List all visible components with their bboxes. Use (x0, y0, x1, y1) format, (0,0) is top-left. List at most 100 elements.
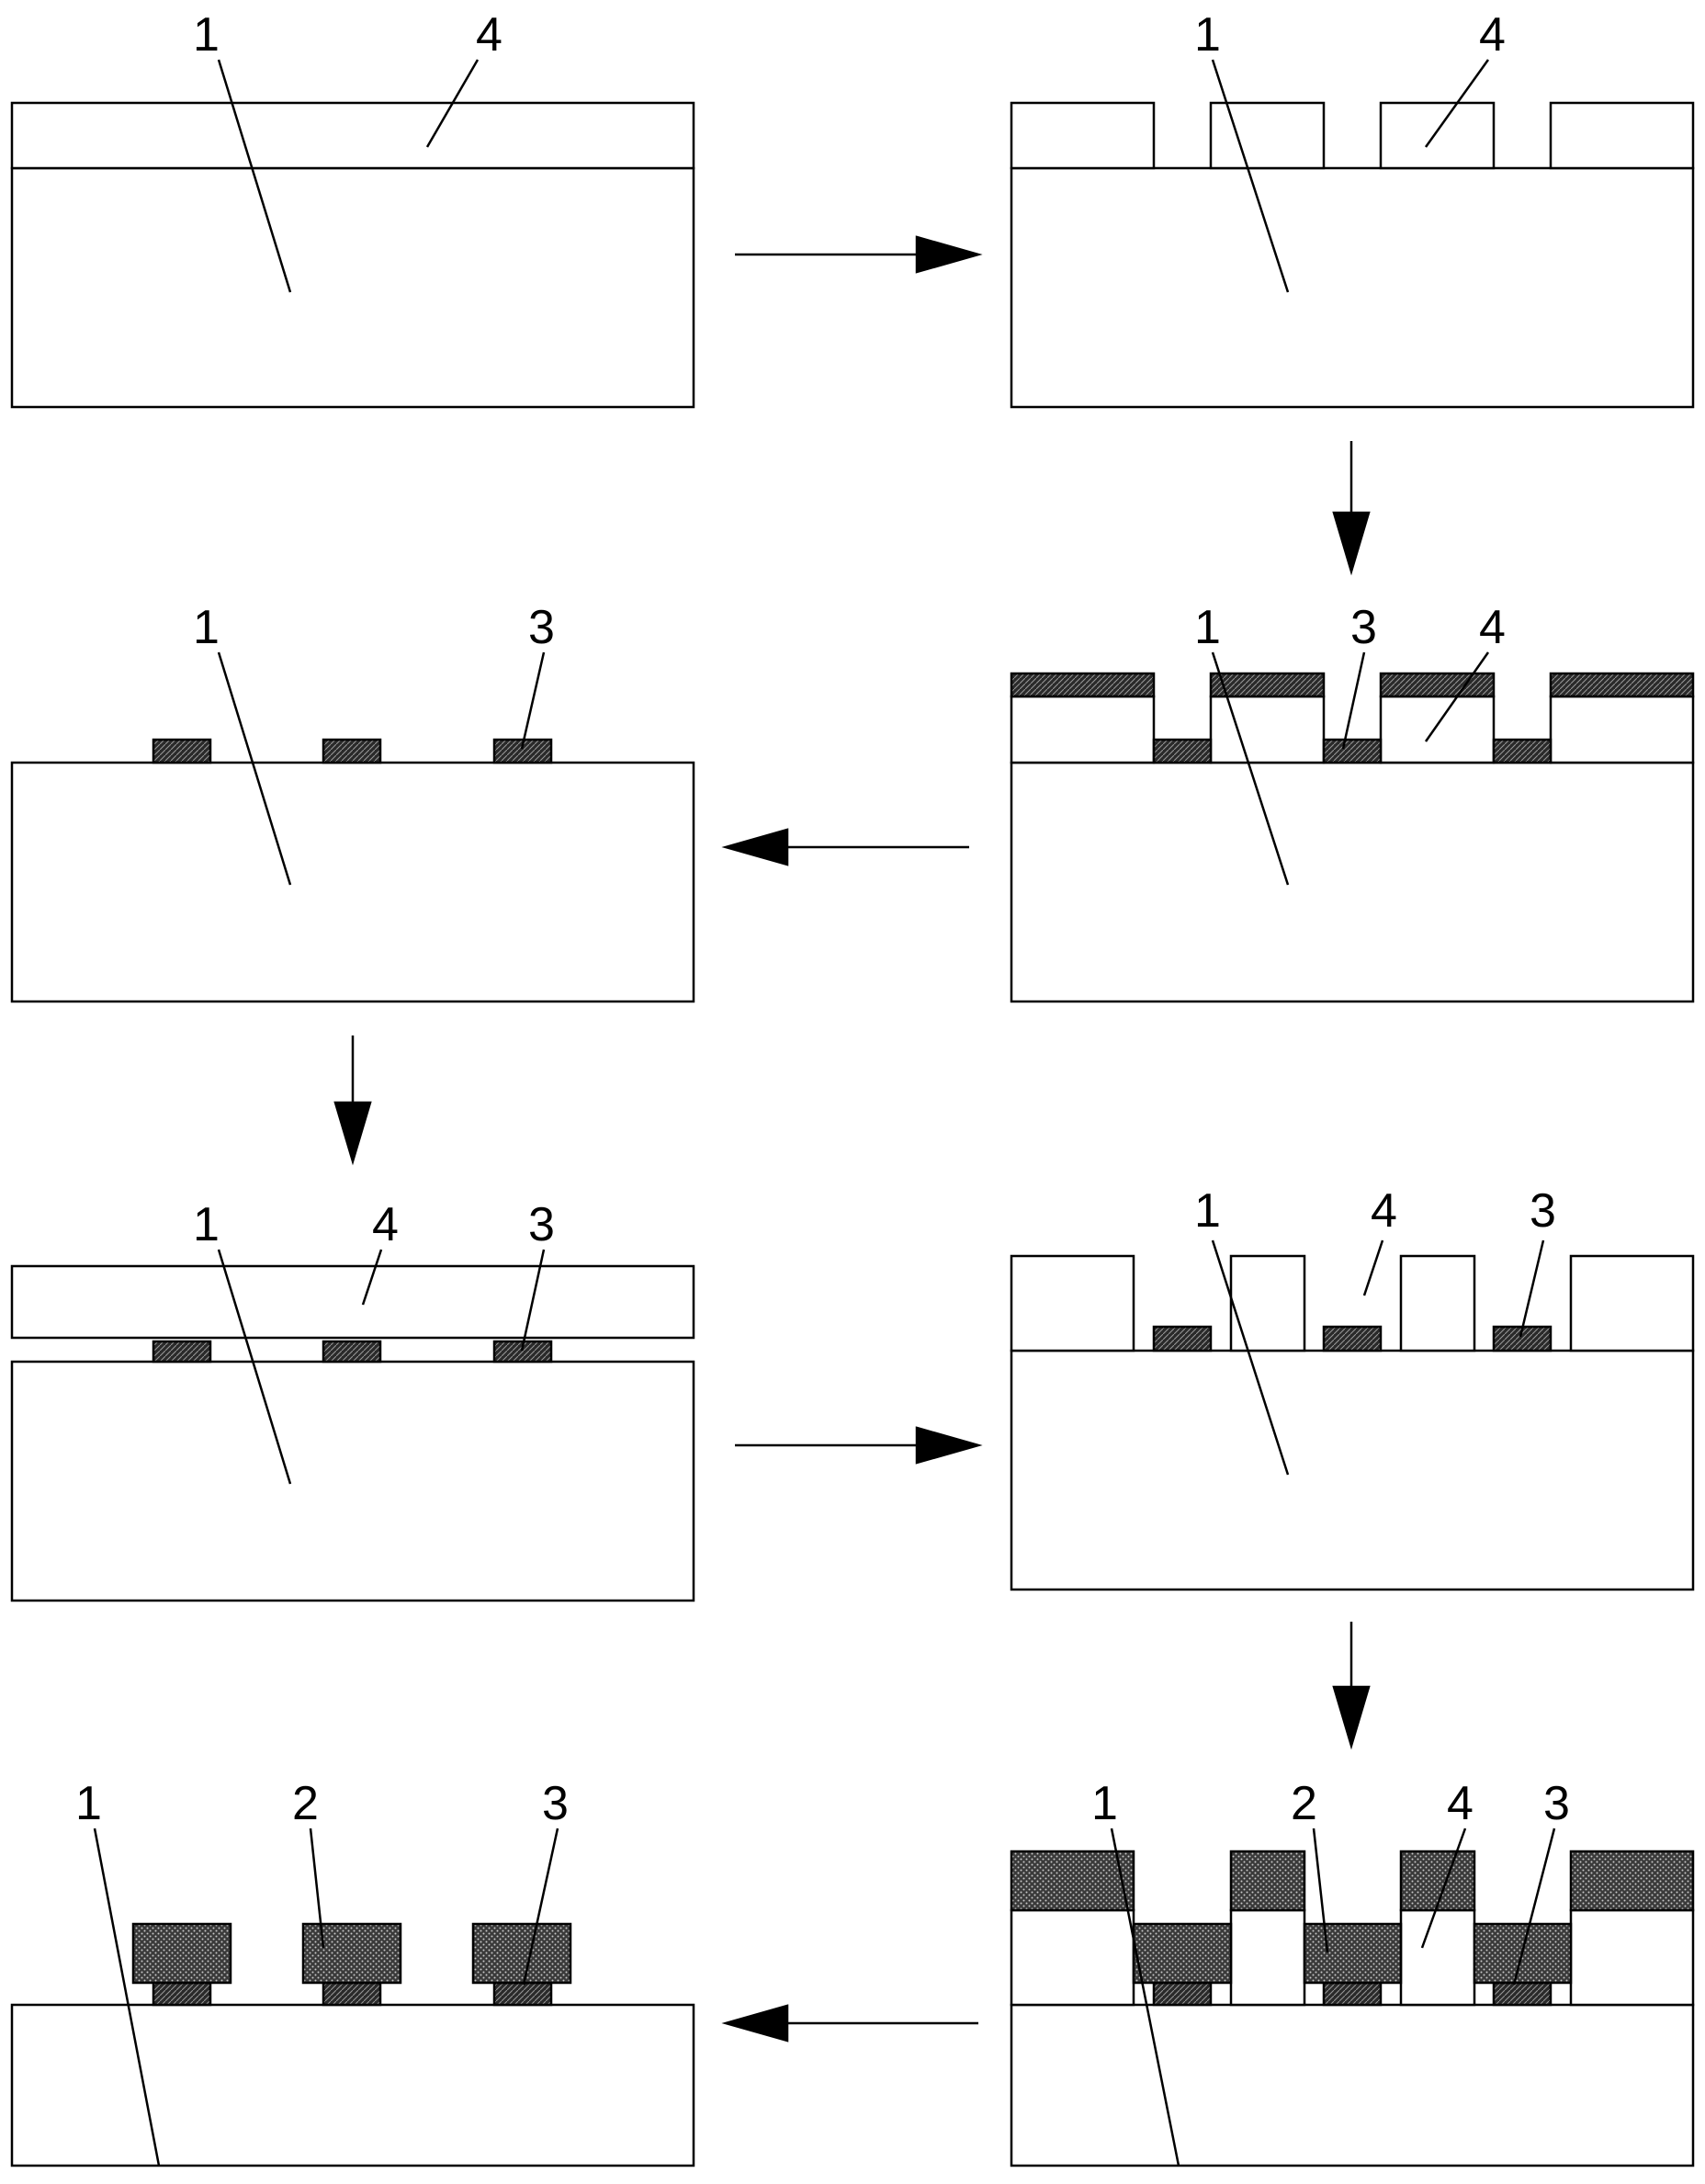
substrate (1010, 761, 1695, 1003)
photoresist-block (1229, 1908, 1306, 2007)
photoresist-block (1399, 1908, 1476, 2007)
panel-step-3 (1010, 651, 1695, 1003)
first-layer-pad (1492, 1981, 1553, 2007)
photoresist-block (1229, 1254, 1306, 1352)
metal-on-resist (1229, 1850, 1306, 1912)
second-layer-block (1132, 1922, 1233, 1985)
leader-line (1420, 1828, 1467, 1949)
label-substrate: 1 (1194, 601, 1221, 654)
leader-line (1211, 59, 1290, 293)
photoresist-block (1549, 101, 1695, 170)
first-layer-pad (1492, 738, 1553, 764)
leader-line (93, 1828, 161, 2167)
leader-line (217, 651, 292, 886)
first-layer-pad (492, 738, 553, 764)
leader-line (309, 1828, 325, 1949)
metal-on-resist (1209, 672, 1326, 698)
leader-line (1341, 651, 1366, 750)
label-substrate: 1 (1194, 8, 1221, 62)
photoresist-block (1549, 695, 1695, 764)
metal-on-resist (1399, 1850, 1476, 1912)
first-layer-pad (492, 1981, 553, 2007)
arrow-right (735, 1426, 983, 1465)
arrow-down (1332, 441, 1371, 576)
label-second-layer: 2 (1291, 1777, 1317, 1830)
metal-on-resist (1379, 672, 1496, 698)
photoresist-block (1010, 101, 1156, 170)
leader-line (520, 1249, 546, 1352)
second-layer-block (301, 1922, 402, 1985)
label-first-layer: 3 (528, 601, 555, 654)
label-substrate: 1 (193, 8, 220, 62)
leader-line (1312, 1828, 1329, 1953)
label-first-layer: 3 (542, 1777, 569, 1830)
first-layer-pad (152, 738, 212, 764)
metal-on-resist (1569, 1850, 1695, 1912)
photoresist-block (1399, 1254, 1476, 1352)
photoresist-block (1209, 101, 1326, 170)
label-first-layer: 3 (1350, 601, 1377, 654)
first-layer-pad (1152, 1325, 1213, 1352)
first-layer-pad (1322, 738, 1383, 764)
panel-step-5 (10, 1249, 695, 1602)
label-first-layer: 3 (1543, 1777, 1570, 1830)
label-first-layer: 3 (1530, 1184, 1556, 1238)
labels: 1 4 1 4 1 3 4 1 3 1 4 3 1 4 3 1 2 4 3 1 … (75, 8, 1570, 1830)
metal-on-resist (1010, 1850, 1135, 1912)
label-substrate: 1 (75, 1777, 102, 1830)
panel-step-6 (1010, 1239, 1695, 1591)
first-layer-pad (322, 1981, 382, 2007)
leader-line (1110, 1828, 1180, 2167)
substrate (10, 761, 695, 1003)
photoresist-block (1010, 1908, 1135, 2007)
photoresist-block (1569, 1254, 1695, 1352)
leader-line (217, 1249, 292, 1485)
first-layer-pad (1322, 1325, 1383, 1352)
label-first-layer: 3 (528, 1198, 555, 1251)
panel-step-4 (10, 651, 695, 1003)
first-layer-pad (322, 738, 382, 764)
label-photoresist: 4 (372, 1198, 399, 1251)
substrate (1010, 2003, 1695, 2167)
arrow-right (735, 235, 983, 274)
leader-line (1362, 1239, 1384, 1296)
leader-line (361, 1249, 383, 1306)
label-substrate: 1 (193, 601, 220, 654)
first-layer-pad (152, 1981, 212, 2007)
photoresist-layer (10, 1264, 695, 1340)
photoresist-layer (10, 101, 695, 170)
panel-step-8 (10, 1828, 695, 2167)
arrow-left (721, 2004, 978, 2043)
photoresist-block (1209, 695, 1326, 764)
leader-line (520, 651, 546, 750)
photoresist-block (1569, 1908, 1695, 2007)
substrate (1010, 1349, 1695, 1591)
photoresist-block (1010, 695, 1156, 764)
label-photoresist: 4 (1479, 601, 1506, 654)
label-photoresist: 4 (1371, 1184, 1397, 1238)
second-layer-block (131, 1922, 232, 1985)
leader-line (217, 59, 292, 293)
label-photoresist: 4 (476, 8, 502, 62)
substrate (1010, 166, 1695, 409)
first-layer-pad (322, 1340, 382, 1364)
leader-line (425, 59, 480, 148)
leader-line (1211, 651, 1290, 886)
substrate (10, 166, 695, 409)
label-substrate: 1 (1194, 1184, 1221, 1238)
arrow-left (721, 828, 969, 866)
label-substrate: 1 (193, 1198, 220, 1251)
substrate (10, 2003, 695, 2167)
label-photoresist: 4 (1447, 1777, 1474, 1830)
panel-step-1 (10, 59, 695, 409)
leader-line (1424, 59, 1490, 148)
leader-line (522, 1828, 559, 1986)
second-layer-block (1303, 1922, 1403, 1985)
arrow-down (333, 1035, 372, 1166)
substrate (10, 1360, 695, 1602)
leader-line (1424, 651, 1490, 742)
second-layer-block (471, 1922, 572, 1985)
label-photoresist: 4 (1479, 8, 1506, 62)
panel-step-2 (1010, 59, 1695, 409)
